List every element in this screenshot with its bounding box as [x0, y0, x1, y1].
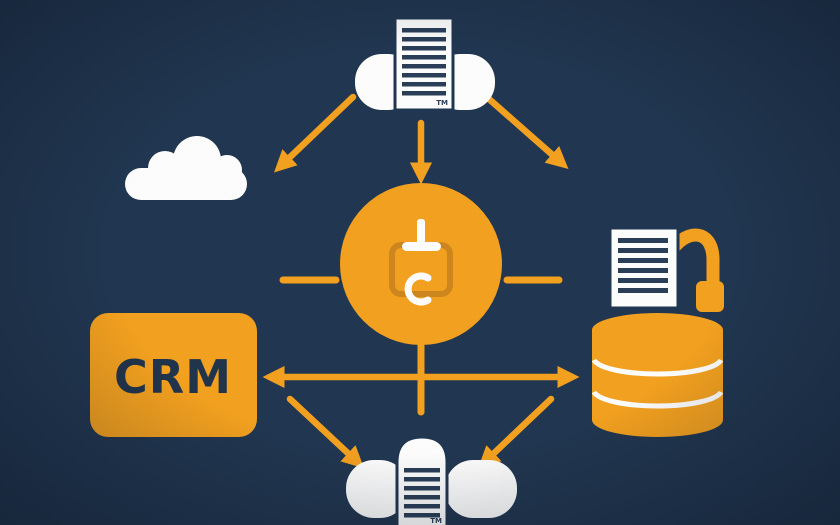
cloud-base — [125, 168, 247, 200]
bottom-cloud-document-node: TM — [346, 435, 517, 525]
arrow-to-bottomcloud-left — [286, 395, 365, 469]
plug-bar — [402, 242, 441, 251]
cloud-right-lobe — [445, 460, 517, 518]
connections — [262, 93, 580, 469]
arrow-topcloud-to-right — [485, 95, 569, 169]
document-database-node — [591, 226, 724, 437]
arrow-topcloud-to-left — [274, 93, 357, 173]
plug-connector-icon — [389, 219, 453, 306]
trademark-text: TM — [436, 99, 448, 107]
crm-box — [90, 313, 257, 437]
arrow-to-bottomcloud-right — [477, 395, 555, 469]
trademark-text: TM — [430, 517, 442, 525]
top-cloud-document-node: TM — [355, 16, 495, 112]
cable-connector — [696, 281, 724, 312]
link-ring — [404, 272, 432, 306]
crm-label: CRM — [114, 350, 232, 404]
left-cloud-node — [125, 136, 247, 200]
database-stripe — [591, 390, 724, 409]
database-icon — [591, 313, 724, 437]
hub-circle — [340, 183, 502, 345]
database-stripe — [591, 358, 724, 377]
plug-stem — [417, 219, 425, 246]
cloud-left-lobe — [346, 460, 408, 518]
document-lines — [618, 238, 668, 293]
cable-icon — [669, 228, 720, 291]
center-hub-node — [340, 183, 502, 345]
document-lines — [404, 468, 440, 518]
document-lines — [402, 28, 446, 96]
crm-node: CRM — [90, 313, 257, 437]
